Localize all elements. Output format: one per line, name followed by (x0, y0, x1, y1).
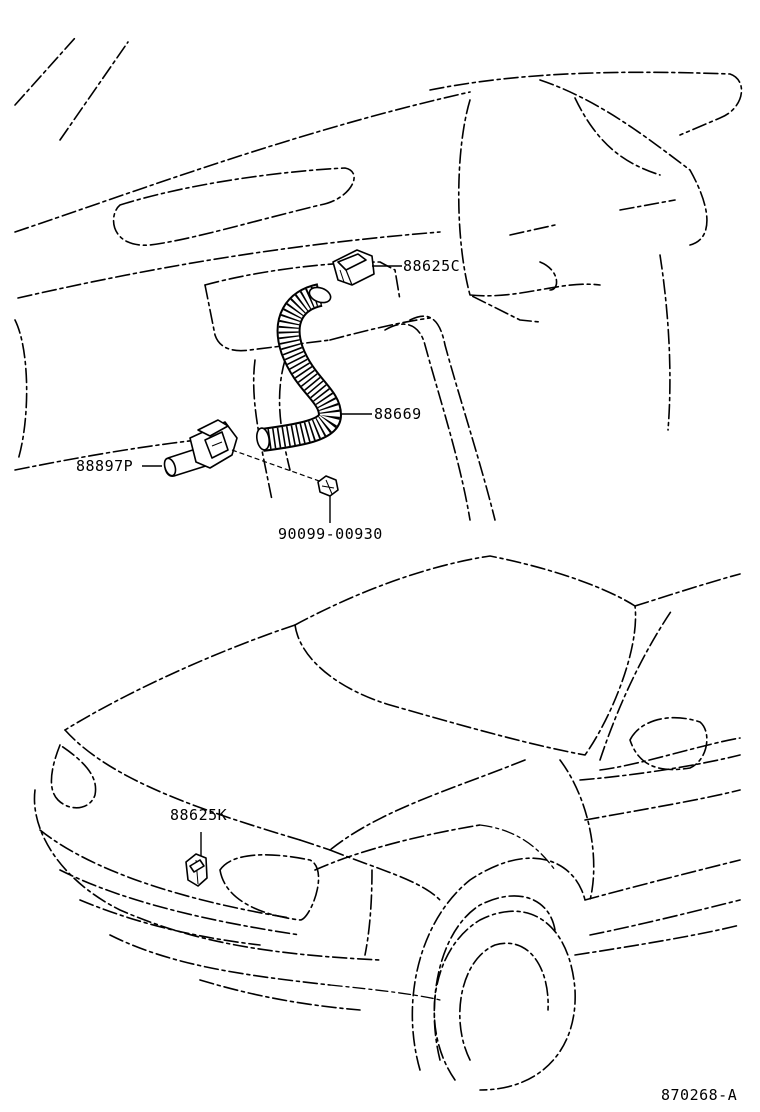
aspirator-88897p[interactable] (162, 419, 238, 477)
part-label-88669: 88669 (374, 405, 422, 423)
part-label-88897p: 88897P (76, 457, 134, 475)
figure-number: 870268-A (661, 1086, 738, 1104)
part-label-90099-00930: 90099-00930 (278, 525, 383, 543)
car-ghost-outline (33, 555, 741, 1091)
sensor-88625k[interactable] (185, 853, 208, 887)
sensor-88625c[interactable] (332, 249, 375, 286)
hose-88669[interactable] (255, 283, 343, 452)
leader-dash-screw (231, 449, 323, 483)
dashboard-ghost-outline (14, 37, 743, 521)
screw-90099-00930[interactable] (317, 475, 339, 497)
part-label-88625c: 88625C (403, 257, 461, 275)
part-label-88625k: 88625K (170, 806, 228, 824)
